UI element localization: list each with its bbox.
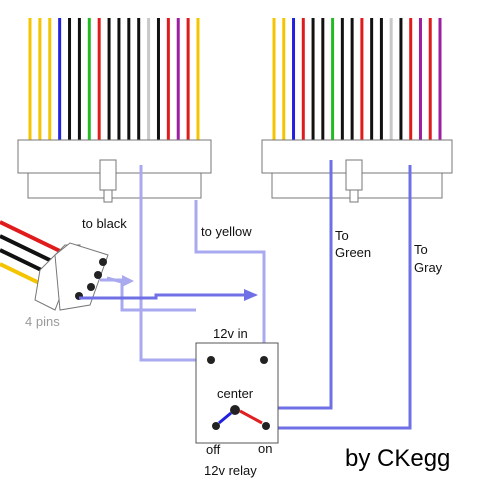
label-to-black: to black: [82, 216, 127, 231]
molex-4pin-plug: [34, 242, 109, 311]
molex-wire: [0, 220, 63, 254]
jumper-molex-to-yellow: [79, 293, 244, 300]
relay-pin-center: [230, 405, 240, 415]
label-to-gray-line1: To: [414, 242, 428, 257]
jumper-wires: [79, 160, 412, 430]
left-connector-wires: [28, 18, 200, 163]
label-to-green-line1: To: [335, 228, 349, 243]
label-to-gray-line2: Gray: [414, 260, 443, 275]
molex-pin-1: [99, 258, 107, 266]
label-12v-relay: 12v relay: [204, 463, 257, 478]
label-12v-in: 12v in: [213, 326, 248, 341]
jumper-to-black: [139, 165, 208, 362]
relay-contact-off: [218, 411, 232, 425]
relay-12v: [195, 342, 279, 444]
label-on: on: [258, 441, 273, 456]
arrow-to-black: [122, 275, 134, 287]
credit-text: by CKegg: [345, 445, 451, 472]
right-atx-connector: [261, 139, 453, 203]
relay-pin-off: [212, 422, 220, 430]
jumper-to-gray: [270, 165, 412, 430]
label-4-pins: 4 pins: [25, 314, 60, 329]
relay-pin-12v-in-left: [207, 356, 215, 364]
label-center: center: [217, 386, 254, 401]
left-atx-connector: [17, 139, 212, 203]
relay-contact-on: [239, 409, 263, 425]
molex-pin-2: [94, 271, 102, 279]
label-to-yellow: to yellow: [201, 224, 252, 239]
label-to-green-line2: Green: [335, 245, 372, 260]
relay-pin-on: [262, 422, 270, 430]
arrow-to-yellow: [244, 289, 258, 301]
label-off: off: [206, 442, 221, 457]
molex-pin-3: [87, 283, 95, 291]
right-connector-wires: [272, 18, 442, 163]
jumper-to-yellow: [194, 200, 266, 360]
relay-pin-12v-in-right: [260, 356, 268, 364]
